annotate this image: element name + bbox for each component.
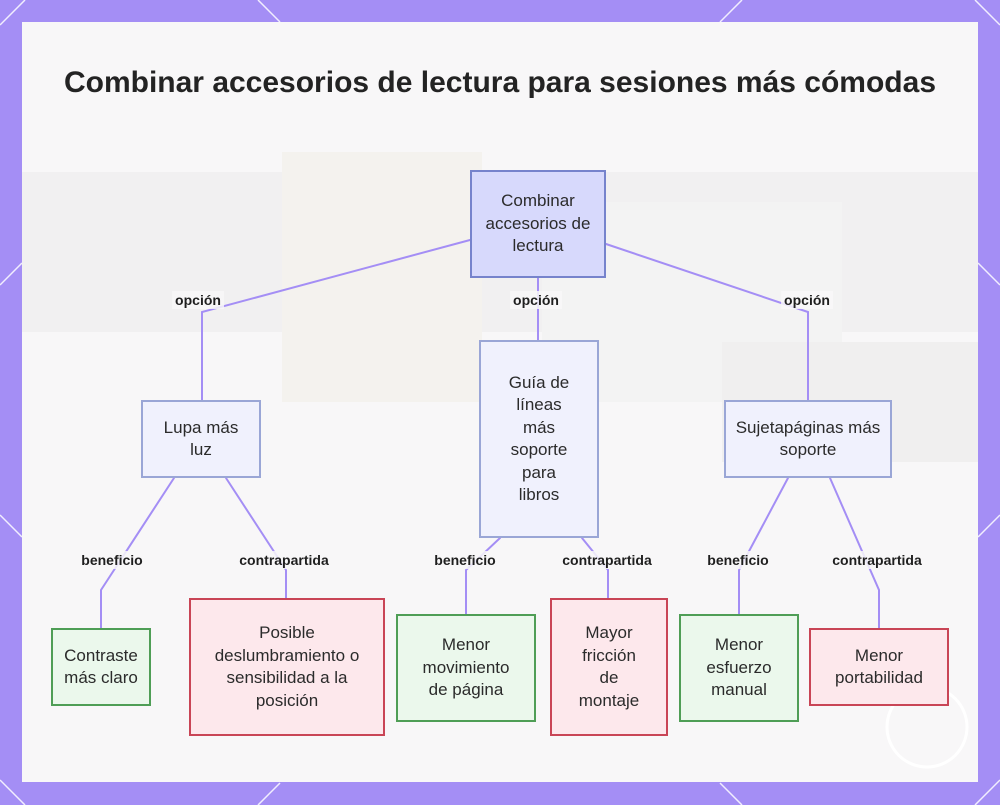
edge-label-contrapartida-sujeta: contrapartida xyxy=(829,551,925,569)
node-root: Combinar accesorios de lectura xyxy=(470,170,606,278)
content-panel: Combinar accesorios de lectura para sesi… xyxy=(22,22,978,782)
edge-root-sujeta xyxy=(605,243,809,401)
node-sujetapaginas-soporte: Sujetapáginas más soporte xyxy=(724,400,892,478)
node-contraste-mas-claro: Contraste más claro xyxy=(51,628,151,706)
edge-lupa-beneficio xyxy=(100,477,175,629)
edge-sujeta-beneficio xyxy=(738,477,789,615)
edge-label-contrapartida-guia: contrapartida xyxy=(559,551,655,569)
edge-guia-beneficio xyxy=(465,537,501,615)
node-mayor-friccion-montaje: Mayor fricción de montaje xyxy=(550,598,668,736)
edge-label-opcion-guia: opción xyxy=(510,291,562,309)
node-posible-deslumbramiento: Posible deslumbramiento o sensibilidad a… xyxy=(189,598,385,736)
edge-root-lupa xyxy=(201,239,471,401)
node-guia-lineas-soporte: Guía de líneas más soporte para libros xyxy=(479,340,599,538)
edge-lupa-contrapartida xyxy=(225,477,287,599)
diagram-title: Combinar accesorios de lectura para sesi… xyxy=(63,66,937,99)
edge-sujeta-contrapartida xyxy=(829,477,880,629)
edge-label-opcion-lupa: opción xyxy=(172,291,224,309)
node-lupa-mas-luz: Lupa más luz xyxy=(141,400,261,478)
diagram-edges xyxy=(100,239,880,629)
edge-label-beneficio-sujeta: beneficio xyxy=(704,551,772,569)
edge-label-beneficio-guia: beneficio xyxy=(431,551,499,569)
edge-label-contrapartida-lupa: contrapartida xyxy=(236,551,332,569)
node-menor-movimiento-pagina: Menor movimiento de página xyxy=(396,614,536,722)
edge-label-beneficio-lupa: beneficio xyxy=(78,551,146,569)
edge-label-opcion-sujeta: opción xyxy=(781,291,833,309)
node-menor-portabilidad: Menor portabilidad xyxy=(809,628,949,706)
edge-guia-contrapartida xyxy=(581,537,609,599)
node-menor-esfuerzo-manual: Menor esfuerzo manual xyxy=(679,614,799,722)
